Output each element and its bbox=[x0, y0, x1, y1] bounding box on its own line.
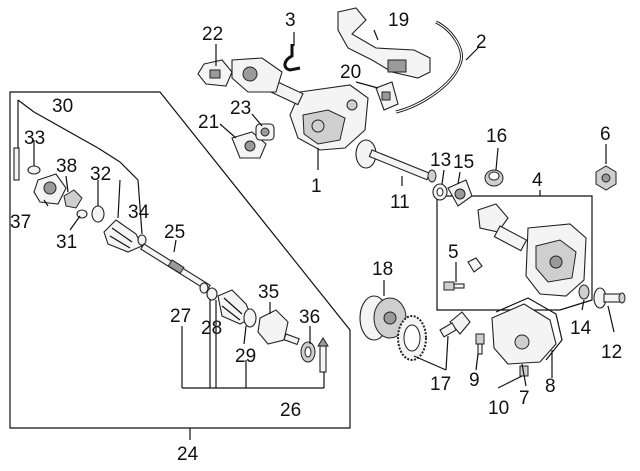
callout-13: 13 bbox=[430, 150, 451, 171]
carrier-boundary bbox=[436, 195, 593, 311]
breather-tube[interactable] bbox=[283, 44, 301, 72]
callout-11: 11 bbox=[390, 192, 410, 213]
differential-case[interactable] bbox=[359, 295, 407, 341]
callout-24: 24 bbox=[177, 444, 199, 465]
carrier-bolt[interactable] bbox=[443, 257, 483, 291]
callout-37: 37 bbox=[10, 212, 31, 233]
callout-30: 30 bbox=[52, 96, 73, 117]
callout-10: 10 bbox=[488, 398, 509, 419]
callout-19: 19 bbox=[388, 10, 409, 31]
callout-25: 25 bbox=[164, 222, 185, 243]
callout-29: 29 bbox=[235, 346, 256, 367]
callout-22: 22 bbox=[202, 24, 223, 45]
callout-4: 4 bbox=[532, 170, 543, 191]
callout-35: 35 bbox=[258, 282, 279, 303]
callout-6: 6 bbox=[600, 124, 611, 145]
ring-gear[interactable] bbox=[397, 315, 427, 361]
pinion-gear[interactable] bbox=[439, 311, 471, 338]
callout-32: 32 bbox=[90, 164, 111, 185]
small-clamp[interactable] bbox=[137, 234, 147, 246]
output-shaft[interactable] bbox=[593, 287, 626, 309]
snap-ring[interactable] bbox=[76, 209, 88, 219]
callout-33: 33 bbox=[24, 128, 45, 149]
halfshaft-boundary bbox=[9, 91, 351, 429]
outer-clamp[interactable] bbox=[206, 287, 218, 301]
axle-shaft[interactable] bbox=[140, 243, 211, 292]
callout-3: 3 bbox=[285, 10, 296, 31]
callout-20: 20 bbox=[340, 62, 361, 83]
leader-lines bbox=[17, 29, 615, 389]
crossmember[interactable] bbox=[337, 7, 431, 79]
retainer-pin[interactable] bbox=[13, 147, 20, 181]
axle-washer[interactable] bbox=[300, 341, 316, 363]
mount-bracket[interactable] bbox=[197, 59, 233, 87]
seal[interactable] bbox=[432, 183, 448, 201]
outer-clamp-small[interactable] bbox=[199, 282, 209, 294]
boot-clamp[interactable] bbox=[27, 165, 41, 175]
bracket[interactable] bbox=[375, 81, 399, 111]
callout-5: 5 bbox=[448, 242, 459, 263]
callout-28: 28 bbox=[201, 318, 222, 339]
callout-9: 9 bbox=[469, 370, 480, 391]
callout-18: 18 bbox=[372, 259, 393, 280]
pinion-bolt[interactable] bbox=[475, 333, 485, 355]
cotter-pin[interactable] bbox=[317, 337, 329, 373]
carrier-assembly[interactable] bbox=[477, 203, 587, 297]
differential-housing[interactable] bbox=[231, 57, 369, 151]
inner-boot[interactable] bbox=[103, 219, 143, 253]
bushing-small[interactable] bbox=[255, 123, 275, 141]
callout-17: 17 bbox=[430, 374, 451, 395]
tripod-housing[interactable] bbox=[33, 173, 67, 205]
callout-16: 16 bbox=[486, 126, 507, 147]
mount-nut[interactable] bbox=[595, 165, 617, 191]
callout-38: 38 bbox=[56, 156, 77, 177]
callout-26: 26 bbox=[280, 400, 301, 421]
cover-gasket[interactable] bbox=[495, 297, 563, 361]
callout-21: 21 bbox=[198, 112, 219, 133]
callout-1: 1 bbox=[311, 176, 322, 197]
callout-labels: 1 2 3 4 5 6 7 8 9 10 11 12 13 14 15 16 1… bbox=[10, 10, 622, 465]
carrier-cover[interactable] bbox=[491, 303, 557, 365]
tripod-joint[interactable] bbox=[63, 189, 83, 209]
intermediate-shaft[interactable] bbox=[355, 139, 437, 183]
callout-2: 2 bbox=[476, 32, 487, 53]
outer-cv-joint[interactable] bbox=[257, 309, 300, 346]
callout-36: 36 bbox=[299, 307, 320, 328]
callout-12: 12 bbox=[601, 342, 622, 363]
callout-7: 7 bbox=[519, 388, 530, 409]
callout-8: 8 bbox=[545, 376, 556, 397]
clamp-ring[interactable] bbox=[91, 205, 105, 223]
callout-15: 15 bbox=[453, 152, 474, 173]
callout-27: 27 bbox=[170, 306, 191, 327]
callout-31: 31 bbox=[56, 232, 77, 253]
callout-34: 34 bbox=[128, 202, 150, 223]
callout-23: 23 bbox=[230, 98, 251, 119]
bearing-housing[interactable] bbox=[447, 179, 473, 207]
callout-14: 14 bbox=[570, 318, 592, 339]
large-clamp[interactable] bbox=[243, 308, 257, 328]
washer[interactable] bbox=[578, 284, 590, 300]
spacer[interactable] bbox=[484, 169, 504, 187]
